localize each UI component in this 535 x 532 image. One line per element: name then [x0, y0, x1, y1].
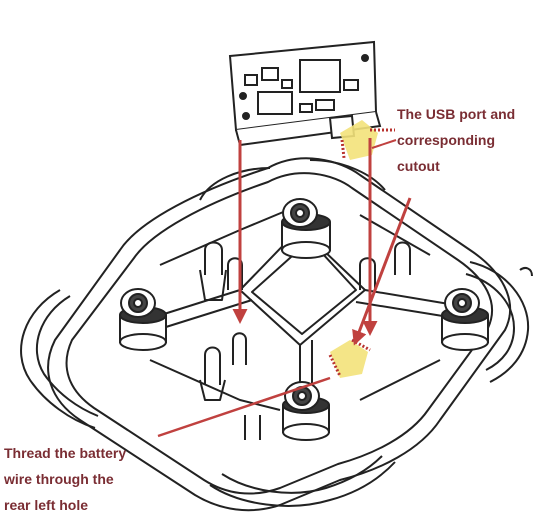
rear-hole-highlight — [328, 338, 371, 378]
usb-port-annotation-line-1: The USB port and — [397, 106, 516, 122]
battery-wire-annotation-line-1: Thread the battery — [4, 445, 127, 461]
battery-wire-annotation-line-2: wire through the — [4, 471, 114, 487]
motor-left — [119, 288, 167, 351]
assembly-arrows — [157, 138, 412, 438]
motor-right — [441, 288, 489, 351]
usb-port-annotation: The USB port and corresponding cutout — [397, 101, 515, 179]
usb-port-annotation-line-2: corresponding — [397, 132, 496, 148]
battery-wire-annotation: Thread the battery wire through the rear… — [4, 440, 126, 518]
arrow-usb-pointer — [352, 197, 412, 346]
flight-controller-board — [228, 40, 382, 147]
usb-port-annotation-line-3: cutout — [397, 158, 440, 174]
leader-usb-label — [371, 139, 397, 149]
motor-top — [281, 198, 331, 259]
leader-battery-wire — [157, 376, 331, 438]
battery-wire-annotation-line-3: rear left hole — [4, 497, 89, 513]
